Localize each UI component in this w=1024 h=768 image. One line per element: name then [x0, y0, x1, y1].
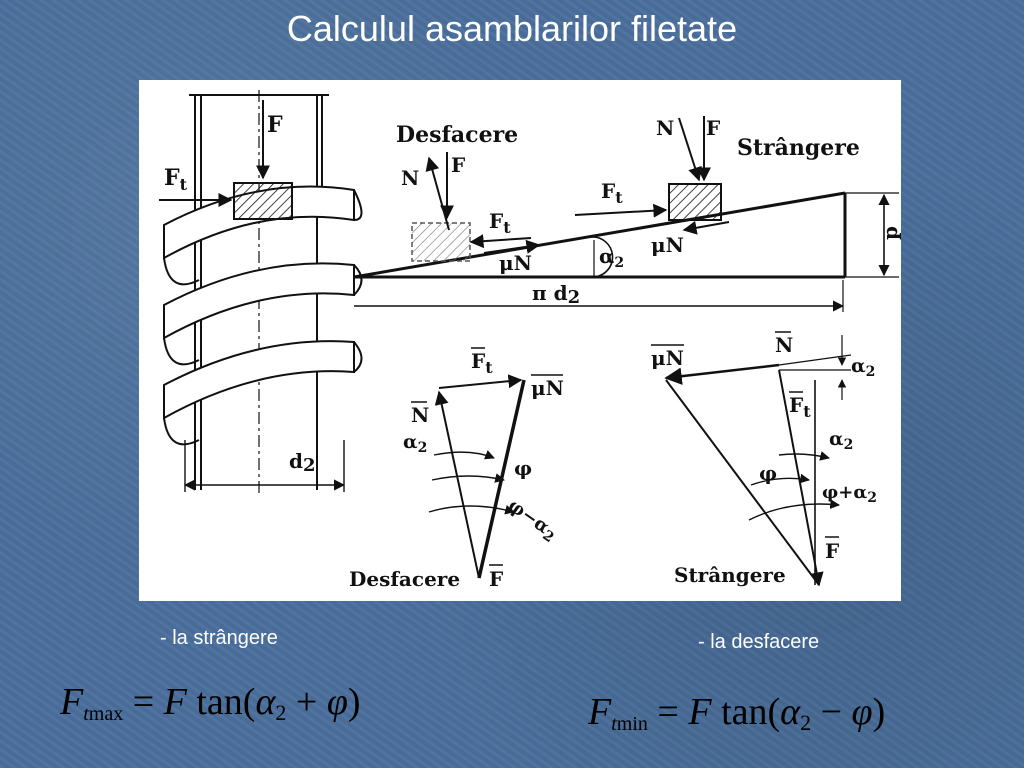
label-poly-Ft-strangere: Ft — [789, 393, 811, 421]
label-alpha2-incline: α2 — [599, 244, 624, 271]
label-poly-phi-minus-alpha2: φ−α2 — [502, 495, 561, 546]
label-muN-strangere: μN — [651, 233, 684, 257]
force-polygon-strangere — [664, 335, 852, 587]
formula-ft-min: Ftmin = F tan(α2 − φ) — [588, 691, 886, 735]
label-poly-phi-plus-alpha2: φ+α2 — [822, 482, 877, 506]
block-strangere — [668, 183, 722, 221]
label-F-screw: F — [267, 112, 283, 138]
label-pitch-p: p — [878, 226, 901, 240]
label-pi-d2: π d2 — [532, 281, 580, 308]
arrow-N-strangere — [678, 117, 702, 182]
caption-strangere: - la strângere — [160, 627, 278, 649]
label-F-strangere: F — [706, 116, 720, 140]
arrow-muN-strangere — [682, 220, 730, 235]
label-poly-N-strangere: N — [775, 333, 793, 357]
label-poly-F-desfacere: F — [489, 567, 503, 591]
label-N-desfacere: N — [401, 166, 419, 190]
arrow-muN-desfacere — [483, 239, 541, 254]
thread-force-diagram: F Ft d2 Desfacere — [139, 80, 901, 601]
label-poly-caption-desfacere: Desfacere — [349, 567, 460, 591]
caption-desfacere: - la desfacere — [698, 631, 820, 653]
force-polygon-desfacere — [428, 374, 526, 579]
label-poly-caption-strangere: Strângere — [674, 563, 786, 587]
load-block-screw — [233, 182, 293, 220]
label-poly-phi-strangere: φ — [759, 461, 777, 485]
slide-title: Calculul asamblarilor filetate — [286, 8, 738, 49]
label-muN-desfacere: μN — [499, 251, 532, 275]
label-poly-muN-desfacere: μN — [531, 376, 564, 400]
inclined-plane — [353, 191, 899, 312]
label-poly-alpha2-desfacere: α2 — [403, 431, 427, 456]
label-poly-alpha2-top: α2 — [851, 355, 875, 380]
label-poly-phi-desfacere: φ — [514, 456, 532, 480]
label-poly-alpha2-mid: α2 — [829, 428, 853, 453]
label-Ft-strangere: Ft — [601, 179, 623, 207]
arrow-Ft-desfacere — [469, 234, 532, 249]
formula-ft-max: Ftmax = F tan(α2 + φ) — [60, 681, 361, 725]
label-F-desfacere: F — [451, 153, 465, 177]
label-Ft-screw: Ft — [164, 165, 188, 194]
arrow-Ft-strangere — [574, 203, 668, 218]
label-poly-muN-strangere: μN — [651, 346, 684, 370]
screw-drawing — [163, 90, 363, 495]
label-N-strangere: N — [656, 116, 674, 140]
label-poly-F-strangere: F — [825, 539, 839, 563]
label-poly-N-desfacere: N — [411, 403, 429, 427]
block-desfacere — [411, 222, 471, 262]
label-desfacere-top: Desfacere — [396, 122, 518, 148]
label-Ft-desfacere: Ft — [489, 209, 511, 237]
label-poly-Ft-desfacere: Ft — [471, 349, 493, 377]
label-d2: d2 — [289, 449, 316, 476]
label-strangere-top: Strângere — [737, 135, 860, 161]
